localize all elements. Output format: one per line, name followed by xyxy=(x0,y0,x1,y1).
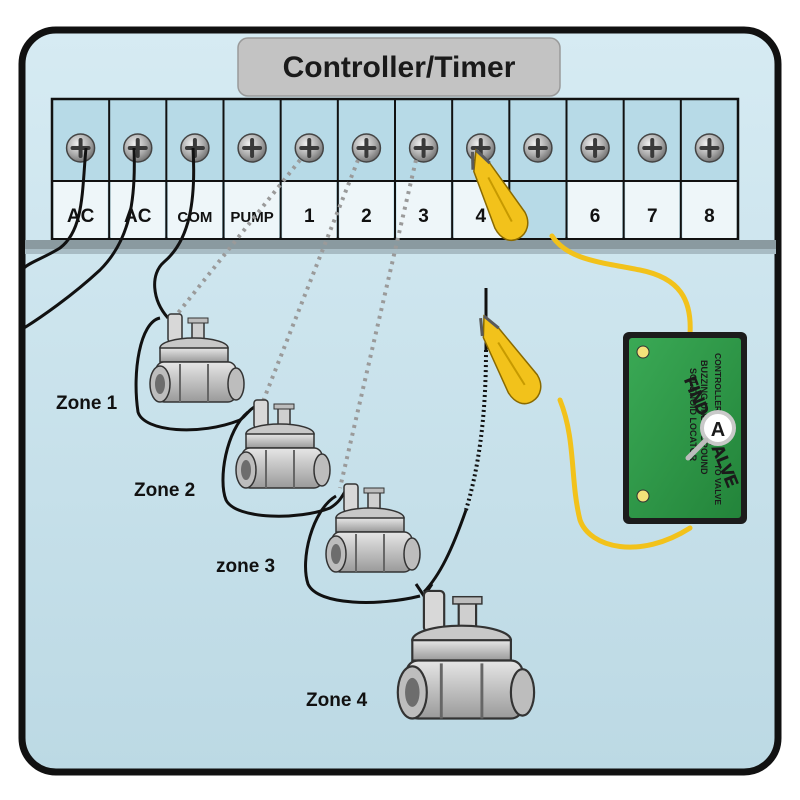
valve-alligator-clip xyxy=(479,314,542,405)
controller-lead-wire xyxy=(549,233,693,337)
terminal-screw-icon xyxy=(408,133,439,163)
terminal-screw-icon xyxy=(351,133,382,163)
valve-outlet xyxy=(227,367,245,401)
common-wire-zone3 xyxy=(304,494,421,604)
terminal-screw-icon xyxy=(123,133,153,163)
terminal-screw-icon xyxy=(580,133,610,163)
terminal-label-cell xyxy=(396,182,451,238)
zone-label-2: Zone 2 xyxy=(134,480,195,501)
terminal-label-cell xyxy=(167,182,222,238)
valve-outlet xyxy=(313,453,331,487)
valve-jack-icon xyxy=(636,489,650,503)
controller-title-badge: Controller/Timer xyxy=(237,37,561,97)
terminal-screw-icon xyxy=(294,133,324,163)
terminal-label-cell xyxy=(110,182,165,238)
valve-zone-3 xyxy=(325,483,421,573)
valve-zone-1 xyxy=(149,313,245,403)
magnifier-icon: A xyxy=(685,410,736,461)
controller-jack-icon xyxy=(636,345,650,359)
common-wire-zone2 xyxy=(221,410,348,518)
magnifier-letter: A xyxy=(711,419,725,441)
terminal-label: 7 xyxy=(647,206,658,227)
valve-solenoid xyxy=(422,589,446,633)
terminal-label-cell xyxy=(625,182,680,238)
terminal-label: AC xyxy=(67,206,95,227)
zone-label-3: zone 3 xyxy=(216,556,275,577)
zone2-dotted-wire xyxy=(260,159,360,405)
terminal-screw-icon xyxy=(694,133,725,163)
device-label-controller: CONTROLLER xyxy=(713,353,723,412)
valve-outlet xyxy=(403,537,421,571)
ac-wire-2 xyxy=(23,147,136,330)
terminal-label: 2 xyxy=(361,206,372,227)
controller-title: Controller/Timer xyxy=(283,51,516,84)
valve-zone-2 xyxy=(235,399,331,489)
terminal-label: 8 xyxy=(704,206,715,227)
zone4-wire-dashed xyxy=(464,349,488,511)
zone-label-4: Zone 4 xyxy=(306,690,368,711)
valve-lead-wire xyxy=(557,397,693,550)
ac-wire-1 xyxy=(22,147,88,270)
device-tagline-2: SOLENOID LOCATOR xyxy=(688,368,698,462)
terminal-label-cell xyxy=(568,182,623,238)
device-label-to-valve: TO VALVE xyxy=(713,464,723,505)
terminal-screw-icon xyxy=(237,133,267,163)
terminal-label: COM xyxy=(177,209,212,226)
terminal-label: 1 xyxy=(304,206,315,227)
valve-zone-4 xyxy=(396,589,536,720)
terminal-screw-icon xyxy=(180,133,210,163)
valve-outlet xyxy=(509,668,536,717)
controller-alligator-clip xyxy=(470,148,529,242)
common-wire xyxy=(153,147,196,319)
zone3-dotted-wire xyxy=(338,159,418,489)
zone1-dotted-wire xyxy=(172,158,302,320)
terminal-label-cell xyxy=(225,182,280,238)
valve-solenoid xyxy=(253,399,269,429)
terminal-label: 6 xyxy=(590,206,601,227)
terminal-label-cell xyxy=(682,182,737,238)
terminal-label: 4 xyxy=(475,206,486,227)
valve-solenoid xyxy=(167,313,183,343)
terminal-screw-icon xyxy=(65,133,96,163)
terminal-screw-icon xyxy=(637,133,667,163)
terminal-label-cell xyxy=(339,182,394,238)
terminal-screw-icon xyxy=(523,133,553,163)
zone-label-1: Zone 1 xyxy=(56,393,118,414)
terminal-label-cell xyxy=(282,182,337,238)
terminal-label: 3 xyxy=(418,206,429,227)
find-a-valve-device: CONTROLLER TO VALVE BUZZING UNDERGROUND … xyxy=(623,332,747,524)
valve-solenoid xyxy=(343,483,359,513)
terminal-shelf xyxy=(25,240,776,249)
